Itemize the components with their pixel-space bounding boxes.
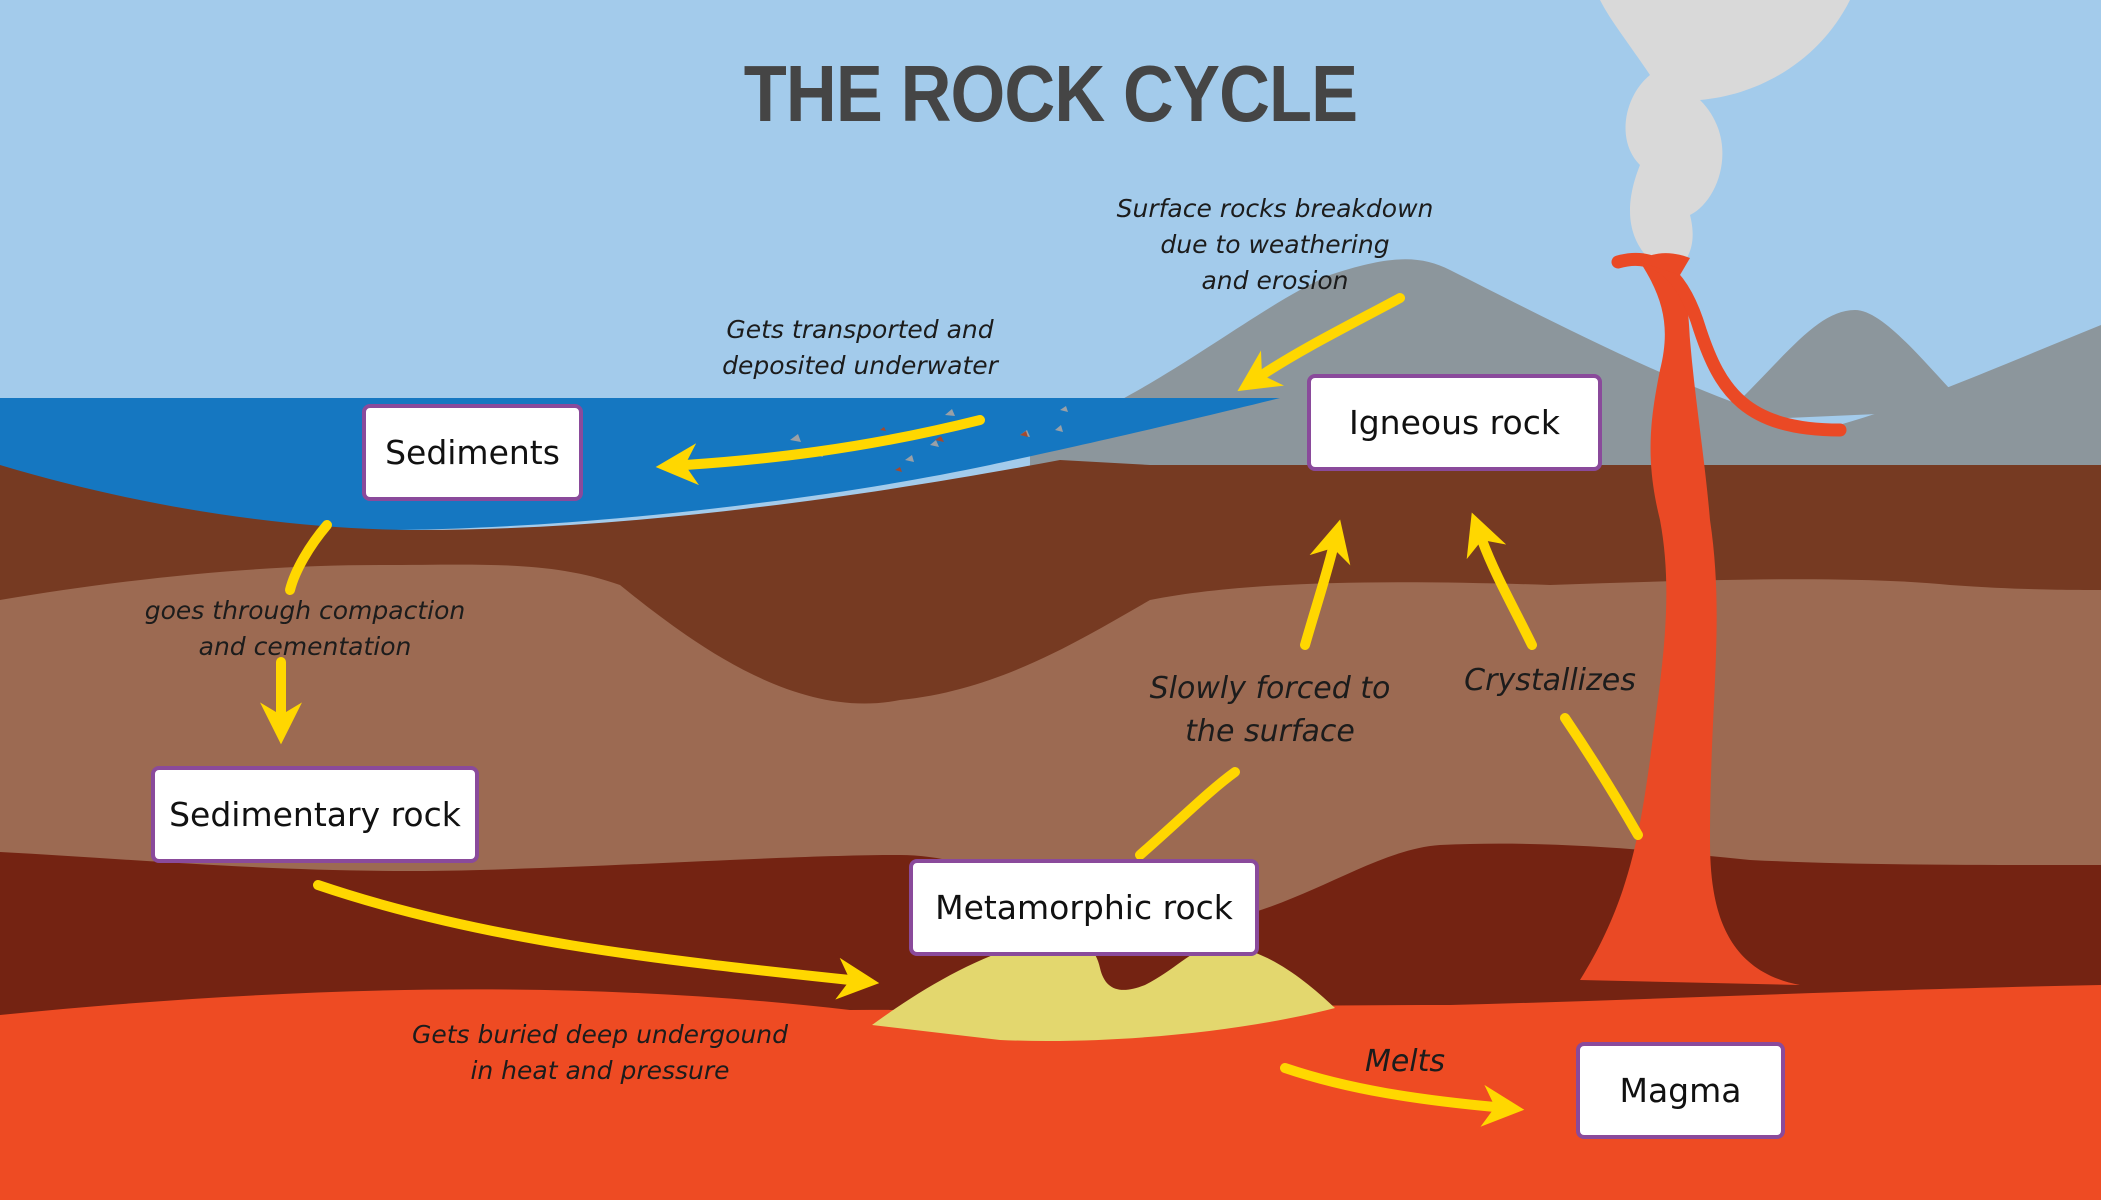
caption-compaction-line-2: and cementation bbox=[198, 632, 412, 661]
arrow-uplift-upper bbox=[1300, 519, 1351, 650]
arrow-crystallizes-upper bbox=[1466, 512, 1537, 650]
caption-compaction: goes through compaction and cementation bbox=[135, 593, 475, 665]
arrow-uplift-lower bbox=[1135, 767, 1240, 860]
caption-weathering: Surface rocks breakdown due to weatherin… bbox=[1105, 191, 1445, 299]
node-igneous-rock: Igneous rock bbox=[1307, 374, 1602, 471]
caption-uplift: Slowly forced to the surface bbox=[1125, 667, 1415, 753]
node-magma: Magma bbox=[1576, 1042, 1785, 1139]
caption-transport: Gets transported and deposited underwate… bbox=[710, 312, 1010, 384]
arrow-crystallizes-lower bbox=[1560, 713, 1643, 840]
caption-weathering-line-3: and erosion bbox=[1201, 266, 1349, 295]
caption-melts-text: Melts bbox=[1364, 1044, 1446, 1079]
caption-crystallizes-text: Crystallizes bbox=[1464, 663, 1636, 698]
arrow-transport bbox=[655, 415, 985, 486]
caption-uplift-line-1: Slowly forced to bbox=[1149, 671, 1391, 706]
arrow-burial bbox=[313, 880, 880, 1000]
node-sediments: Sediments bbox=[362, 404, 583, 501]
ocean bbox=[0, 398, 1280, 530]
caption-melts: Melts bbox=[1340, 1040, 1470, 1083]
magma-chamber bbox=[0, 985, 2101, 1200]
caption-burial: Gets buried deep undergound in heat and … bbox=[400, 1017, 800, 1089]
caption-uplift-line-2: the surface bbox=[1185, 714, 1355, 749]
sediment-particles bbox=[790, 406, 1068, 472]
node-sedimentary-rock: Sedimentary rock bbox=[151, 766, 479, 863]
diagram-title: THE ROCK CYCLE bbox=[743, 49, 1358, 138]
arrow-melts bbox=[1280, 1063, 1525, 1127]
caption-weathering-line-1: Surface rocks breakdown bbox=[1116, 194, 1434, 223]
caption-transport-line-2: deposited underwater bbox=[722, 351, 998, 380]
process-arrows bbox=[260, 293, 1643, 1127]
node-metamorphic-rock: Metamorphic rock bbox=[909, 859, 1259, 956]
caption-weathering-line-2: due to weathering bbox=[1160, 230, 1390, 259]
arrow-compaction-upper bbox=[285, 520, 332, 595]
caption-burial-line-2: in heat and pressure bbox=[470, 1056, 730, 1085]
caption-crystallizes: Crystallizes bbox=[1445, 659, 1655, 702]
caption-compaction-line-1: goes through compaction bbox=[144, 596, 466, 625]
lava-conduit bbox=[1580, 252, 1847, 985]
arrow-weathering bbox=[1237, 293, 1405, 392]
caption-transport-line-1: Gets transported and bbox=[726, 315, 994, 344]
smoke-plume bbox=[1600, 0, 1850, 280]
metamorphic-mound bbox=[872, 938, 1335, 1041]
caption-burial-line-1: Gets buried deep undergound bbox=[411, 1020, 789, 1049]
